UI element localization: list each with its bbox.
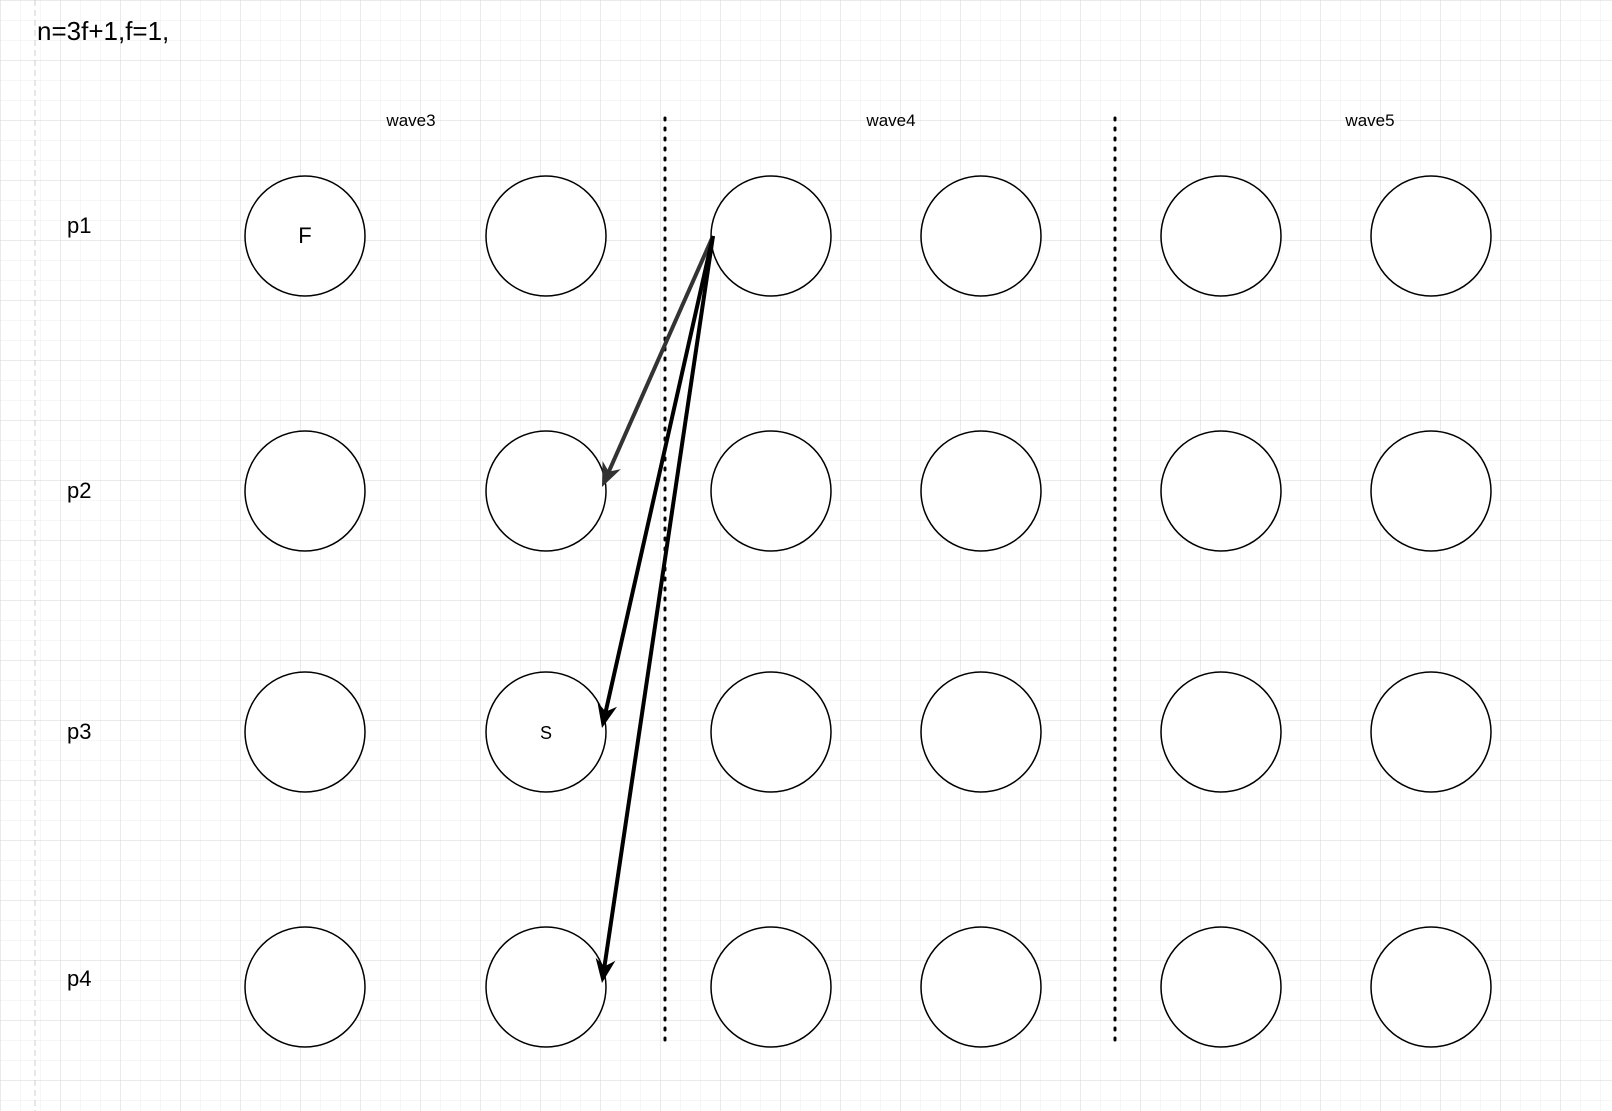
vertex-p2-c5[interactable] [1160, 430, 1282, 552]
vertex-circle [485, 926, 607, 1048]
vertex-p3-c6[interactable] [1370, 671, 1492, 793]
vertex-circle [244, 926, 366, 1048]
vertex-circle [920, 671, 1042, 793]
vertex-circle [710, 175, 832, 297]
formula-label: n=3f+1,f=1, [37, 16, 169, 46]
vertex-p1-c1[interactable]: F [244, 175, 366, 297]
vertex-grid: FS [244, 175, 1492, 1048]
wave-label-5: wave5 [1344, 111, 1394, 130]
vertex-circle [485, 671, 607, 793]
vertex-p2-c3[interactable] [710, 430, 832, 552]
vertex-circle [244, 175, 366, 297]
vertex-circle [1160, 430, 1282, 552]
vertex-circle [1370, 671, 1492, 793]
edge-line [602, 235, 715, 717]
edge-line [605, 235, 715, 477]
vertex-circle [485, 430, 607, 552]
vertex-circle [1370, 430, 1492, 552]
edge-p1-c3-to-p3-c2[interactable] [597, 235, 715, 728]
vertex-p3-c5[interactable] [1160, 671, 1282, 793]
process-label-p4: p4 [67, 966, 91, 991]
vertex-p2-c1[interactable] [244, 430, 366, 552]
process-label-p1: p1 [67, 213, 91, 238]
vertex-circle [1160, 175, 1282, 297]
vertex-circle [920, 926, 1042, 1048]
edge-arrowhead [595, 957, 616, 983]
vertex-circle [244, 430, 366, 552]
process-label-p3: p3 [67, 719, 91, 744]
process-labels: p1 p2 p3 p4 [67, 213, 91, 991]
edge-line [601, 235, 715, 972]
process-label-p2: p2 [67, 478, 91, 503]
vertex-circle [1160, 926, 1282, 1048]
vertex-circle [1160, 671, 1282, 793]
edge-arrowhead [597, 702, 618, 728]
vertex-p1-c6[interactable] [1370, 175, 1492, 297]
vertex-p1-c2[interactable] [485, 175, 607, 297]
wave-label-4: wave4 [865, 111, 915, 130]
vertex-p2-c6[interactable] [1370, 430, 1492, 552]
vertex-p4-c1[interactable] [244, 926, 366, 1048]
vertex-p3-c4[interactable] [920, 671, 1042, 793]
vertex-p3-c1[interactable] [244, 671, 366, 793]
edge-arrowhead [602, 461, 621, 487]
vertex-circle [1370, 926, 1492, 1048]
vertex-circle [920, 430, 1042, 552]
vertex-circle [244, 671, 366, 793]
vertex-p2-c2[interactable] [485, 430, 607, 552]
vertex-label: F [298, 223, 311, 248]
vertex-p3-c2[interactable]: S [485, 671, 607, 793]
vertex-p1-c3[interactable] [710, 175, 832, 297]
vertex-p4-c5[interactable] [1160, 926, 1282, 1048]
wave-labels: wave3 wave4 wave5 [385, 111, 1394, 130]
vertex-p4-c2[interactable] [485, 926, 607, 1048]
vertex-p2-c4[interactable] [920, 430, 1042, 552]
vertex-label: S [540, 723, 552, 743]
vertex-circle [710, 926, 832, 1048]
vertex-p1-c5[interactable] [1160, 175, 1282, 297]
vertex-circle [920, 175, 1042, 297]
vertex-p1-c4[interactable] [920, 175, 1042, 297]
edge-layer [595, 235, 715, 983]
vertex-circle [1370, 175, 1492, 297]
edge-p1-c3-to-p4-c2[interactable] [595, 235, 715, 983]
wave-label-3: wave3 [385, 111, 435, 130]
vertex-p4-c6[interactable] [1370, 926, 1492, 1048]
vertex-circle [485, 175, 607, 297]
vertex-p3-c3[interactable] [710, 671, 832, 793]
vertex-circle [710, 430, 832, 552]
vertex-p4-c4[interactable] [920, 926, 1042, 1048]
vertex-p4-c3[interactable] [710, 926, 832, 1048]
vertex-circle [710, 671, 832, 793]
edge-p1-c3-to-p2-c2[interactable] [602, 235, 715, 487]
